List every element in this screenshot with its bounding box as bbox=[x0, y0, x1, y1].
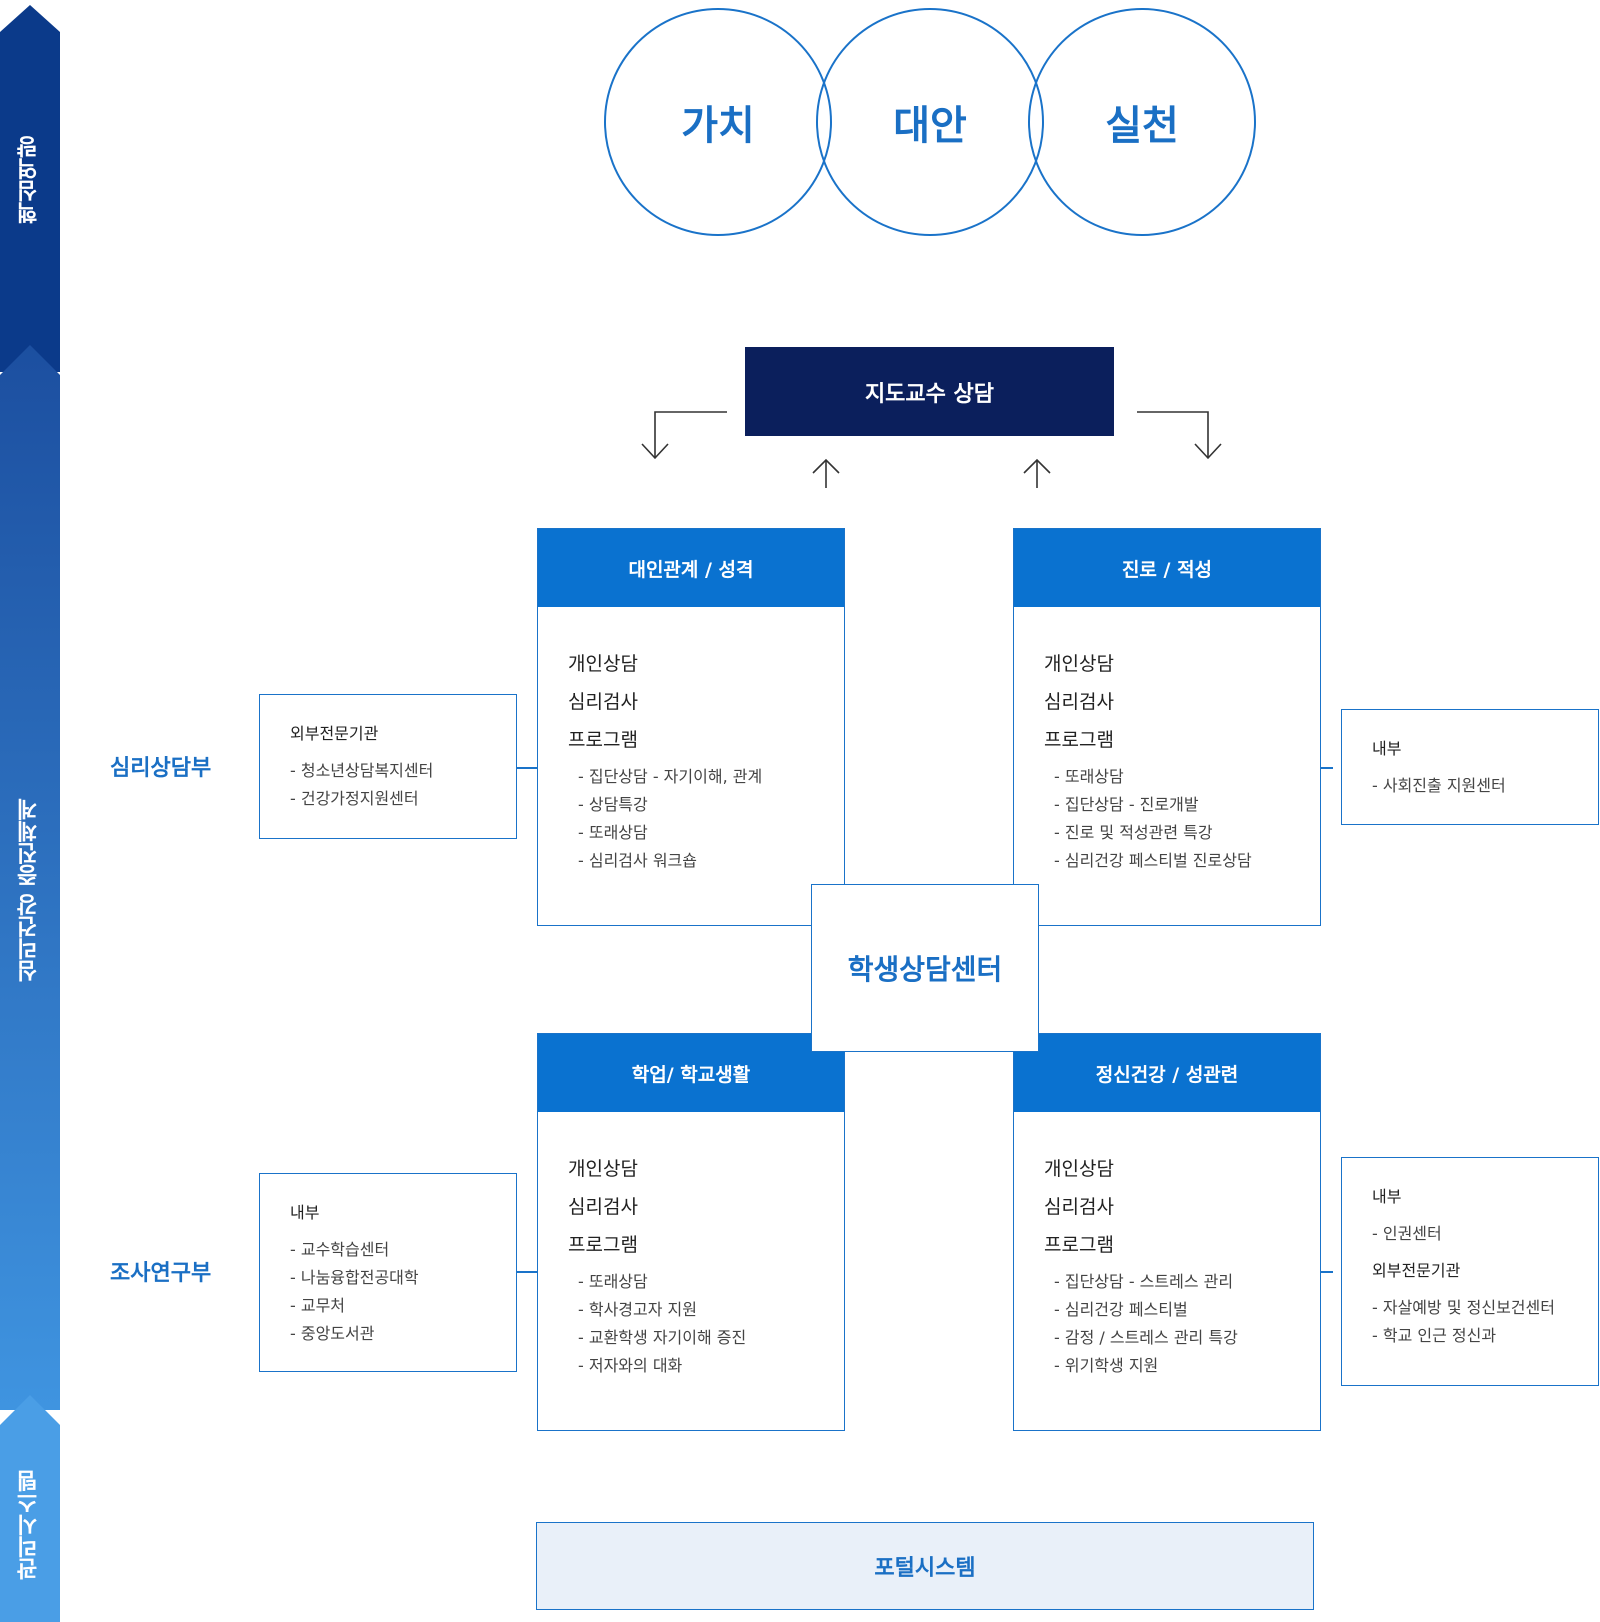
value-circle-3: 실천 bbox=[1028, 8, 1256, 236]
panel-item: 프로그램 bbox=[1044, 1234, 1114, 1256]
panel-item: 개인상담 bbox=[568, 1158, 638, 1180]
panel-subitem: - 또래상담 bbox=[578, 823, 648, 842]
advisor-box: 지도교수 상담 bbox=[745, 347, 1114, 436]
panel-interpersonal: 대인관계 / 성격 개인상담 심리검사 프로그램 - 집단상담 - 자기이해, … bbox=[537, 528, 845, 926]
panel-subitem: - 진로 및 적성관련 특강 bbox=[1054, 823, 1213, 842]
panel-subitem: - 저자와의 대화 bbox=[578, 1356, 683, 1375]
side-box-item: - 인권센터 bbox=[1372, 1224, 1442, 1243]
side-box-external-left: 외부전문기관 - 청소년상담복지센터 - 건강가정지원센터 bbox=[259, 694, 517, 839]
connector-right-bottom bbox=[1313, 1271, 1333, 1273]
arrow-management bbox=[0, 1395, 60, 1622]
panel-subitem: - 심리건강 페스티벌 bbox=[1054, 1300, 1188, 1319]
panel-subitem: - 집단상담 - 진로개발 bbox=[1054, 795, 1199, 814]
panel-subitem: - 또래상담 bbox=[578, 1272, 648, 1291]
connector-left-top bbox=[517, 767, 537, 769]
panel-item: 심리검사 bbox=[1044, 1196, 1114, 1218]
panel-subitem: - 위기학생 지원 bbox=[1054, 1356, 1159, 1375]
side-box-item: - 학교 인근 정신과 bbox=[1372, 1326, 1497, 1345]
value-label-1: 가치 bbox=[681, 103, 755, 149]
dept-research: 조사연구부 bbox=[110, 1261, 212, 1286]
panel-subitem: - 상담특강 bbox=[578, 795, 648, 814]
arrow-core bbox=[0, 5, 60, 372]
connector-left-bottom bbox=[517, 1271, 537, 1273]
panel-item: 프로그램 bbox=[1044, 729, 1114, 751]
side-box-item: - 교수학습센터 bbox=[290, 1240, 390, 1259]
panel-item: 개인상담 bbox=[568, 653, 638, 675]
side-box-item: - 교무처 bbox=[290, 1296, 346, 1315]
advisor-arrows bbox=[641, 411, 1222, 488]
panel-subitem: - 교환학생 자기이해 증진 bbox=[578, 1328, 747, 1347]
side-box-item: - 건강가정지원센터 bbox=[290, 789, 419, 808]
side-box-title: 내부 bbox=[1372, 739, 1402, 758]
arrow-left-down bbox=[654, 411, 727, 457]
value-label-3: 실천 bbox=[1105, 103, 1179, 149]
side-box-internal-right: 내부 - 사회진출 지원센터 bbox=[1341, 709, 1599, 825]
side-box-item: - 중앙도서관 bbox=[290, 1324, 375, 1343]
side-box-title: 외부전문기관 bbox=[290, 724, 379, 743]
center-box: 학생상담센터 bbox=[811, 884, 1039, 1052]
value-label-2: 대안 bbox=[893, 103, 967, 149]
arrow-promotion bbox=[0, 345, 60, 1410]
panel-title: 정신건강 / 성관련 bbox=[1014, 1034, 1320, 1112]
panel-academic: 학업/ 학교생활 개인상담 심리검사 프로그램 - 또래상담 - 학사경고자 지… bbox=[537, 1033, 845, 1431]
panel-subitem: - 집단상담 - 자기이해, 관계 bbox=[578, 767, 763, 786]
side-box-mixed-right: 내부 - 인권센터 외부전문기관 - 자살예방 및 정신보건센터 - 학교 인근… bbox=[1341, 1157, 1599, 1386]
panel-title: 진로 / 적성 bbox=[1014, 529, 1320, 607]
panel-subitem: - 심리검사 워크숍 bbox=[578, 851, 697, 870]
panel-career: 진로 / 적성 개인상담 심리검사 프로그램 - 또래상담 - 집단상담 - 진… bbox=[1013, 528, 1321, 926]
panel-title: 학업/ 학교생활 bbox=[538, 1034, 844, 1112]
panel-item: 심리검사 bbox=[568, 1196, 638, 1218]
panel-mental-health: 정신건강 / 성관련 개인상담 심리검사 프로그램 - 집단상담 - 스트레스 … bbox=[1013, 1033, 1321, 1431]
connector-right-top bbox=[1313, 767, 1333, 769]
panel-subitem: - 또래상담 bbox=[1054, 767, 1124, 786]
panel-item: 개인상담 bbox=[1044, 1158, 1114, 1180]
panel-item: 프로그램 bbox=[568, 1234, 638, 1256]
side-label-promotion: 심리건강 증진체계 bbox=[17, 798, 42, 982]
side-box-title-2: 외부전문기관 bbox=[1372, 1261, 1461, 1280]
side-box-item: - 청소년상담복지센터 bbox=[290, 761, 434, 780]
side-box-item: - 나눔융합전공대학 bbox=[290, 1268, 419, 1287]
side-box-internal-left: 내부 - 교수학습센터 - 나눔융합전공대학 - 교무처 - 중앙도서관 bbox=[259, 1173, 517, 1372]
side-box-item: - 사회진출 지원센터 bbox=[1372, 776, 1506, 795]
panel-item: 심리검사 bbox=[1044, 691, 1114, 713]
dept-counseling: 심리상담부 bbox=[110, 756, 212, 781]
panel-title: 대인관계 / 성격 bbox=[538, 529, 844, 607]
side-label-management: 관리시스템 bbox=[17, 1470, 42, 1580]
side-arrow-bar bbox=[0, 5, 60, 1622]
panel-subitem: - 심리건강 페스티벌 진로상담 bbox=[1054, 851, 1252, 870]
panel-item: 심리검사 bbox=[568, 691, 638, 713]
panel-subitem: - 집단상담 - 스트레스 관리 bbox=[1054, 1272, 1234, 1291]
panel-item: 개인상담 bbox=[1044, 653, 1114, 675]
side-box-title: 내부 bbox=[290, 1203, 320, 1222]
side-box-title: 내부 bbox=[1372, 1187, 1402, 1206]
arrow-right-down bbox=[1137, 411, 1209, 457]
panel-item: 프로그램 bbox=[568, 729, 638, 751]
portal-system-box: 포털시스템 bbox=[536, 1522, 1314, 1610]
side-box-item: - 자살예방 및 정신보건센터 bbox=[1372, 1298, 1555, 1317]
panel-subitem: - 학사경고자 지원 bbox=[578, 1300, 697, 1319]
panel-subitem: - 감정 / 스트레스 관리 특강 bbox=[1054, 1328, 1238, 1347]
